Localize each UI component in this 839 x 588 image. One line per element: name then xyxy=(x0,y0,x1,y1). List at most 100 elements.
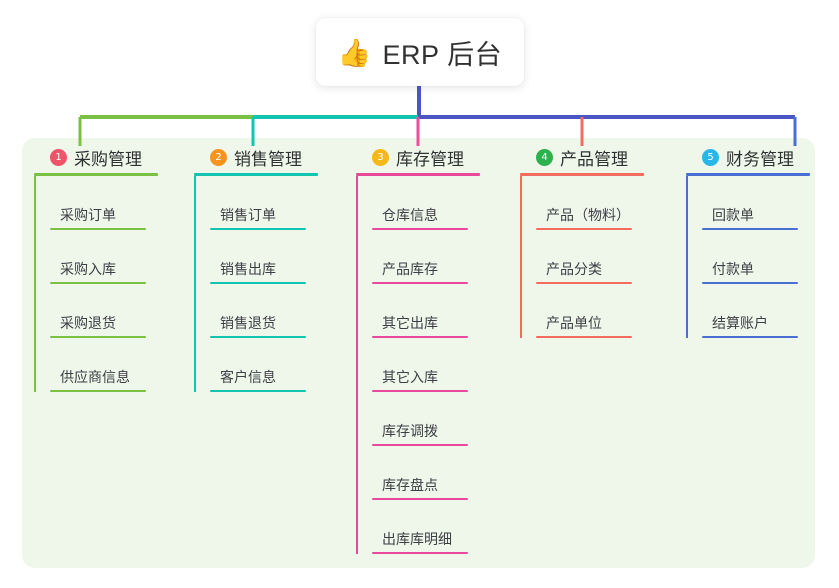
leaf-item[interactable]: 采购订单 xyxy=(50,176,194,230)
branch-header-3[interactable]: 3 库存管理 xyxy=(356,138,516,176)
leaf-label: 产品单位 xyxy=(546,315,602,331)
branch-label-5: 财务管理 xyxy=(726,149,794,169)
leaf-underline xyxy=(210,336,306,338)
leaf-label: 仓库信息 xyxy=(382,207,438,223)
branch-label-2: 销售管理 xyxy=(234,149,302,169)
leaf-list-2: 销售订单销售出库销售退货客户信息 xyxy=(194,176,354,392)
branch-header-5[interactable]: 5 财务管理 xyxy=(686,138,839,176)
leaf-spine-5 xyxy=(686,176,688,338)
leaf-underline xyxy=(50,336,146,338)
leaf-label: 供应商信息 xyxy=(60,369,130,385)
branch-label-1: 采购管理 xyxy=(74,149,142,169)
leaf-list-1: 采购订单采购入库采购退货供应商信息 xyxy=(34,176,194,392)
leaf-item[interactable]: 销售出库 xyxy=(210,230,354,284)
branch-column-1: 1 采购管理采购订单采购入库采购退货供应商信息 xyxy=(34,138,194,392)
leaf-list-4: 产品（物料） 产品分类产品单位 xyxy=(520,176,680,338)
leaf-underline xyxy=(372,336,468,338)
leaf-label: 库存调拨 xyxy=(382,423,438,439)
leaf-underline xyxy=(210,390,306,392)
branch-label-4: 产品管理 xyxy=(560,149,628,169)
leaf-item[interactable]: 客户信息 xyxy=(210,338,354,392)
leaf-item[interactable]: 结算账户 xyxy=(702,284,839,338)
leaf-underline xyxy=(372,228,468,230)
leaf-underline xyxy=(372,552,468,554)
branch-label-3: 库存管理 xyxy=(396,149,464,169)
leaf-label: 付款单 xyxy=(712,261,754,277)
leaf-underline xyxy=(372,444,468,446)
leaf-item[interactable]: 库存调拨 xyxy=(372,392,516,446)
leaf-label: 其它出库 xyxy=(382,315,438,331)
branch-columns: 1 采购管理采购订单采购入库采购退货供应商信息 2 销售管理销售订单销售出库销售退货客… xyxy=(22,138,815,568)
leaf-underline xyxy=(50,282,146,284)
branch-header-2[interactable]: 2 销售管理 xyxy=(194,138,354,176)
leaf-underline xyxy=(372,498,468,500)
leaf-item[interactable]: 销售订单 xyxy=(210,176,354,230)
leaf-label: 结算账户 xyxy=(712,315,768,331)
leaf-underline xyxy=(372,390,468,392)
branch-underline-3 xyxy=(356,173,480,176)
leaf-label: 采购订单 xyxy=(60,207,116,223)
branch-underline-5 xyxy=(686,173,810,176)
leaf-underline xyxy=(536,228,632,230)
leaf-label: 出库库明细 xyxy=(382,531,452,547)
leaf-item[interactable]: 产品（物料） xyxy=(536,176,680,230)
leaf-label: 回款单 xyxy=(712,207,754,223)
branch-underline-1 xyxy=(34,173,158,176)
branch-column-2: 2 销售管理销售订单销售出库销售退货客户信息 xyxy=(194,138,354,392)
leaf-item[interactable]: 采购退货 xyxy=(50,284,194,338)
leaf-item[interactable]: 出库库明细 xyxy=(372,500,516,554)
leaf-underline xyxy=(50,390,146,392)
root-title: ERP 后台 xyxy=(382,39,503,70)
leaf-label: 客户信息 xyxy=(220,369,276,385)
leaf-label: 销售退货 xyxy=(220,315,276,331)
leaf-underline xyxy=(372,282,468,284)
leaf-label: 库存盘点 xyxy=(382,477,438,493)
leaf-item[interactable]: 销售退货 xyxy=(210,284,354,338)
leaf-item[interactable]: 仓库信息 xyxy=(372,176,516,230)
leaf-underline xyxy=(210,282,306,284)
branch-column-3: 3 库存管理仓库信息产品库存其它出库其它入库库存调拨库存盘点出库库明细 xyxy=(356,138,516,554)
leaf-item[interactable]: 其它出库 xyxy=(372,284,516,338)
leaf-item[interactable]: 库存盘点 xyxy=(372,446,516,500)
leaf-item[interactable]: 付款单 xyxy=(702,230,839,284)
root-node[interactable]: 👍 ERP 后台 xyxy=(316,18,524,86)
leaf-list-3: 仓库信息产品库存其它出库其它入库库存调拨库存盘点出库库明细 xyxy=(356,176,516,554)
leaf-item[interactable]: 产品单位 xyxy=(536,284,680,338)
leaf-spine-1 xyxy=(34,176,36,392)
branch-header-1[interactable]: 1 采购管理 xyxy=(34,138,194,176)
leaf-underline xyxy=(536,282,632,284)
leaf-item[interactable]: 产品库存 xyxy=(372,230,516,284)
branch-column-5: 5 财务管理回款单付款单结算账户 xyxy=(686,138,839,338)
leaf-item[interactable]: 其它入库 xyxy=(372,338,516,392)
branch-badge-3: 3 xyxy=(372,148,389,166)
thumbs-up-icon: 👍 xyxy=(337,37,372,68)
leaf-label: 采购入库 xyxy=(60,261,116,277)
branch-underline-4 xyxy=(520,173,644,176)
leaf-spine-3 xyxy=(356,176,358,554)
leaf-underline xyxy=(702,336,798,338)
branch-underline-2 xyxy=(194,173,318,176)
leaf-label: 产品（物料） xyxy=(546,207,630,223)
leaf-label: 其它入库 xyxy=(382,369,438,385)
leaf-label: 销售订单 xyxy=(220,207,276,223)
leaf-item[interactable]: 采购入库 xyxy=(50,230,194,284)
branches-panel xyxy=(22,138,815,568)
branch-badge-5: 5 xyxy=(702,148,719,166)
branch-badge-2: 2 xyxy=(210,148,227,166)
leaf-item[interactable]: 供应商信息 xyxy=(50,338,194,392)
leaf-underline xyxy=(50,228,146,230)
leaf-underline xyxy=(210,228,306,230)
leaf-underline xyxy=(702,282,798,284)
leaf-item[interactable]: 回款单 xyxy=(702,176,839,230)
branch-badge-1: 1 xyxy=(50,148,67,166)
leaf-underline xyxy=(702,228,798,230)
leaf-label: 采购退货 xyxy=(60,315,116,331)
leaf-label: 产品库存 xyxy=(382,261,438,277)
leaf-item[interactable]: 产品分类 xyxy=(536,230,680,284)
leaf-underline xyxy=(536,336,632,338)
leaf-spine-2 xyxy=(194,176,196,392)
leaf-spine-4 xyxy=(520,176,522,338)
